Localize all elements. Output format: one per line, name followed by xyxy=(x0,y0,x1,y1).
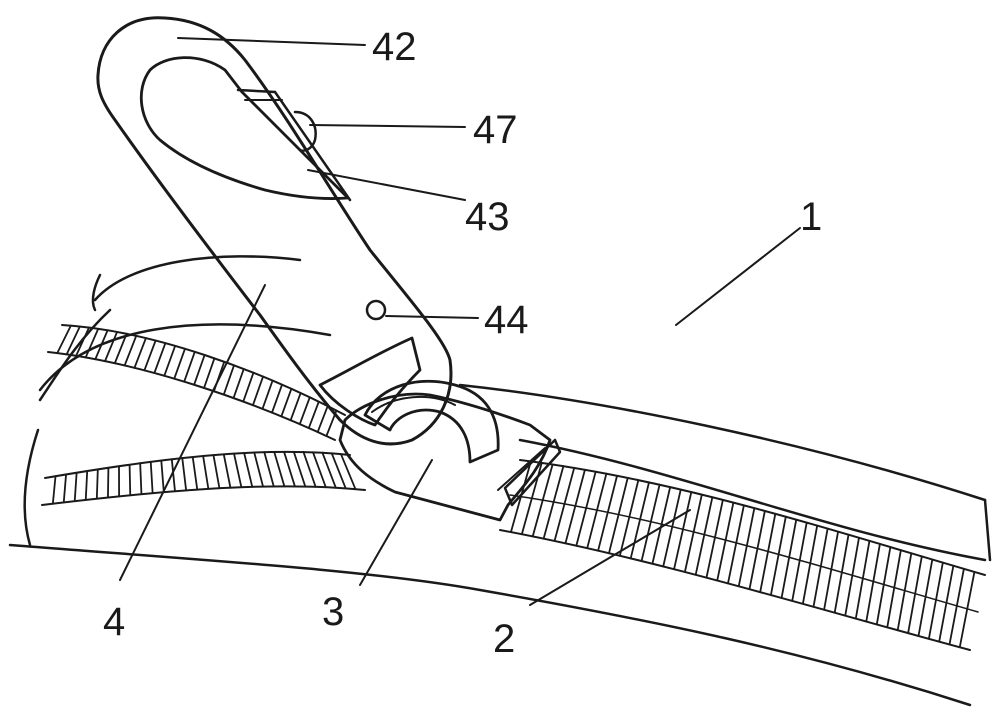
tooth xyxy=(86,471,87,500)
label-42: 42 xyxy=(372,25,417,69)
tooth xyxy=(272,385,282,413)
tooth xyxy=(154,343,165,373)
tape-flap-left xyxy=(93,275,100,310)
leader-44 xyxy=(386,316,478,318)
zipper-slider xyxy=(340,381,560,520)
leader-42 xyxy=(178,38,365,45)
leader-1 xyxy=(676,228,800,325)
tooth xyxy=(194,355,205,385)
teeth-band-lower-bottom xyxy=(42,486,365,505)
label-43: 43 xyxy=(465,195,510,239)
reference-numerals: 42 47 43 44 1 4 3 2 xyxy=(103,25,822,661)
leader-43 xyxy=(308,170,465,200)
teeth-right xyxy=(511,461,975,647)
teeth-lower-left xyxy=(53,452,356,504)
tooth xyxy=(244,453,252,487)
tooth xyxy=(95,330,107,359)
tooth xyxy=(174,349,185,379)
tooth xyxy=(264,452,273,486)
tape-mid-right xyxy=(520,440,985,560)
tooth xyxy=(164,346,175,376)
tooth xyxy=(281,389,291,417)
tooth xyxy=(144,341,155,371)
tooth xyxy=(243,373,253,402)
tooth xyxy=(234,369,244,398)
pull-tab-slot xyxy=(141,58,348,199)
tooth xyxy=(533,464,553,536)
label-3: 3 xyxy=(322,590,344,634)
tooth xyxy=(253,377,263,406)
label-1: 1 xyxy=(800,195,822,239)
teeth-band-right-center xyxy=(510,495,978,612)
tooth xyxy=(262,381,272,409)
gate-pin xyxy=(295,112,316,151)
teeth-upper-left xyxy=(57,326,336,436)
tooth xyxy=(303,452,315,487)
tooth xyxy=(193,457,198,490)
tooth xyxy=(161,460,164,492)
pull-tab-outline xyxy=(98,18,451,444)
label-44: 44 xyxy=(484,298,529,342)
tape-flap-top xyxy=(95,256,300,300)
zipper-teeth xyxy=(42,325,985,650)
tooth xyxy=(125,336,137,366)
tooth xyxy=(294,452,305,487)
tooth xyxy=(182,458,186,490)
leader-4 xyxy=(120,285,265,580)
tooth xyxy=(75,473,77,501)
tooth xyxy=(203,456,208,489)
pull-tab xyxy=(98,18,451,444)
tooth xyxy=(291,393,301,420)
slider-mouth-inner xyxy=(498,448,545,490)
label-47: 47 xyxy=(473,108,518,152)
tooth xyxy=(213,455,219,488)
teeth-band-upper-bottom xyxy=(48,352,335,440)
tooth xyxy=(105,332,117,361)
tooth xyxy=(140,463,141,494)
tooth xyxy=(284,452,295,487)
tooth xyxy=(130,465,131,496)
tooth xyxy=(300,397,310,424)
leader-lines xyxy=(120,38,800,605)
tape-lower-outline xyxy=(10,545,970,705)
tooth xyxy=(53,476,56,503)
tooth xyxy=(254,453,263,487)
rivet-hole xyxy=(367,301,385,319)
tooth xyxy=(151,462,153,493)
tooth xyxy=(234,454,241,488)
tape-right-edge xyxy=(985,500,990,560)
tooth xyxy=(274,452,284,486)
leader-47 xyxy=(310,125,465,127)
label-4: 4 xyxy=(103,600,125,644)
tooth xyxy=(134,338,145,368)
tooth xyxy=(224,365,234,394)
label-2: 2 xyxy=(493,617,515,661)
tape-lower-left-edge xyxy=(25,430,38,545)
tooth xyxy=(204,358,214,388)
tooth xyxy=(64,474,66,502)
tooth xyxy=(184,352,195,382)
tooth xyxy=(97,469,98,498)
slider-bail xyxy=(365,381,498,462)
tooth xyxy=(309,402,319,428)
tooth xyxy=(318,406,328,432)
tooth xyxy=(224,454,231,487)
